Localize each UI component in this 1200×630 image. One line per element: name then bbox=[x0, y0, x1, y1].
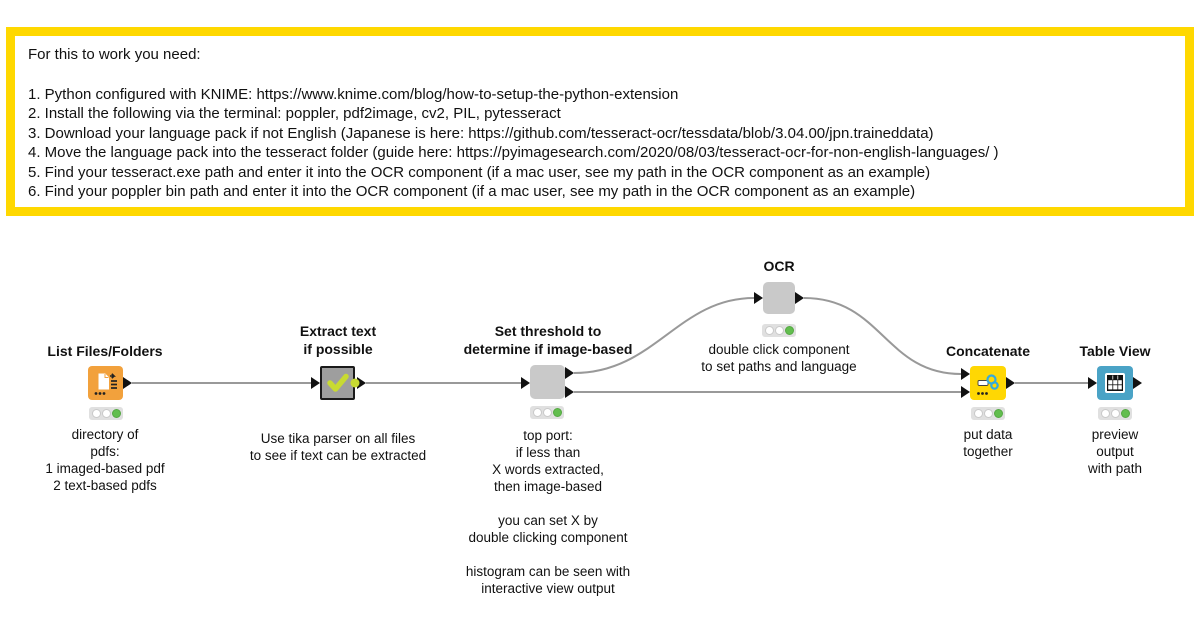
annotation-item: 6. Find your poppler bin path and enter … bbox=[28, 183, 916, 200]
list-files-icon bbox=[94, 373, 117, 395]
status-light-concatenate bbox=[971, 407, 1005, 420]
status-dot-executed bbox=[784, 326, 794, 335]
annotation-title: For this to work you need: bbox=[28, 46, 201, 63]
node-title-threshold: Set threshold to determine if image-base… bbox=[463, 323, 633, 357]
status-dot-idle bbox=[764, 326, 774, 335]
workflow-annotation-box: For this to work you need: 1. Python con… bbox=[6, 27, 1194, 216]
wire-threshold-to-concatenate bbox=[565, 386, 970, 398]
status-dot-idle bbox=[1100, 409, 1110, 418]
status-dot-configured bbox=[983, 409, 993, 418]
concatenate-icon bbox=[977, 374, 999, 395]
table-grid-icon bbox=[1105, 373, 1125, 393]
status-light-threshold bbox=[530, 406, 564, 419]
table-view-output-port bbox=[1133, 377, 1142, 389]
status-dot-configured bbox=[1110, 409, 1120, 418]
wire-concatenate-to-table bbox=[1006, 377, 1097, 389]
status-dot-configured bbox=[542, 408, 552, 417]
status-light-table-view bbox=[1098, 407, 1132, 420]
node-set-threshold-component[interactable] bbox=[530, 365, 565, 399]
annotation-item: 3. Download your language pack if not En… bbox=[28, 124, 934, 142]
status-dot-executed bbox=[993, 409, 1003, 418]
node-table-view[interactable] bbox=[1097, 366, 1133, 400]
status-light-ocr bbox=[762, 324, 796, 337]
checkmark-icon bbox=[327, 373, 349, 392]
node-concatenate[interactable] bbox=[970, 366, 1006, 400]
node-caption-concatenate: put data together bbox=[963, 427, 1013, 459]
node-title-concatenate: Concatenate bbox=[945, 343, 1031, 359]
annotation-item: 2. Install the following via the termina… bbox=[28, 105, 561, 122]
wire-extract-to-threshold bbox=[357, 377, 530, 389]
status-dot-idle bbox=[973, 409, 983, 418]
node-title-extract: Extract text if possible bbox=[299, 323, 377, 357]
node-caption-table-view: preview output with path bbox=[1087, 427, 1143, 476]
node-title-table-view: Table View bbox=[1079, 343, 1151, 359]
status-dot-executed bbox=[111, 409, 121, 418]
node-title-list-files: List Files/Folders bbox=[47, 343, 163, 359]
node-caption-threshold: top port: if less than X words extracted… bbox=[465, 428, 631, 596]
annotation-item: 1. Python configured with KNIME: https:/… bbox=[28, 85, 679, 103]
status-dot-executed bbox=[1120, 409, 1130, 418]
status-dot-idle bbox=[532, 408, 542, 417]
status-dot-configured bbox=[101, 409, 111, 418]
node-title-ocr: OCR bbox=[763, 258, 795, 274]
node-extract-text-component[interactable] bbox=[320, 366, 355, 400]
node-caption-extract: Use tika parser on all files to see if t… bbox=[249, 431, 427, 463]
annotation-item: 4. Move the language pack into the tesse… bbox=[28, 144, 999, 161]
node-caption-list-files: directory of pdfs: 1 imaged-based pdf 2 … bbox=[45, 427, 165, 493]
status-light-list-files bbox=[89, 407, 123, 420]
node-caption-ocr: double click component to set paths and … bbox=[701, 342, 857, 374]
wire-list-to-extract bbox=[123, 377, 320, 389]
annotation-item: 5. Find your tesseract.exe path and ente… bbox=[28, 163, 931, 181]
status-dot-idle bbox=[91, 409, 101, 418]
node-list-files-folders[interactable] bbox=[88, 366, 123, 400]
status-dot-executed bbox=[552, 408, 562, 417]
node-ocr-component[interactable] bbox=[763, 282, 795, 314]
status-dot-configured bbox=[774, 326, 784, 335]
